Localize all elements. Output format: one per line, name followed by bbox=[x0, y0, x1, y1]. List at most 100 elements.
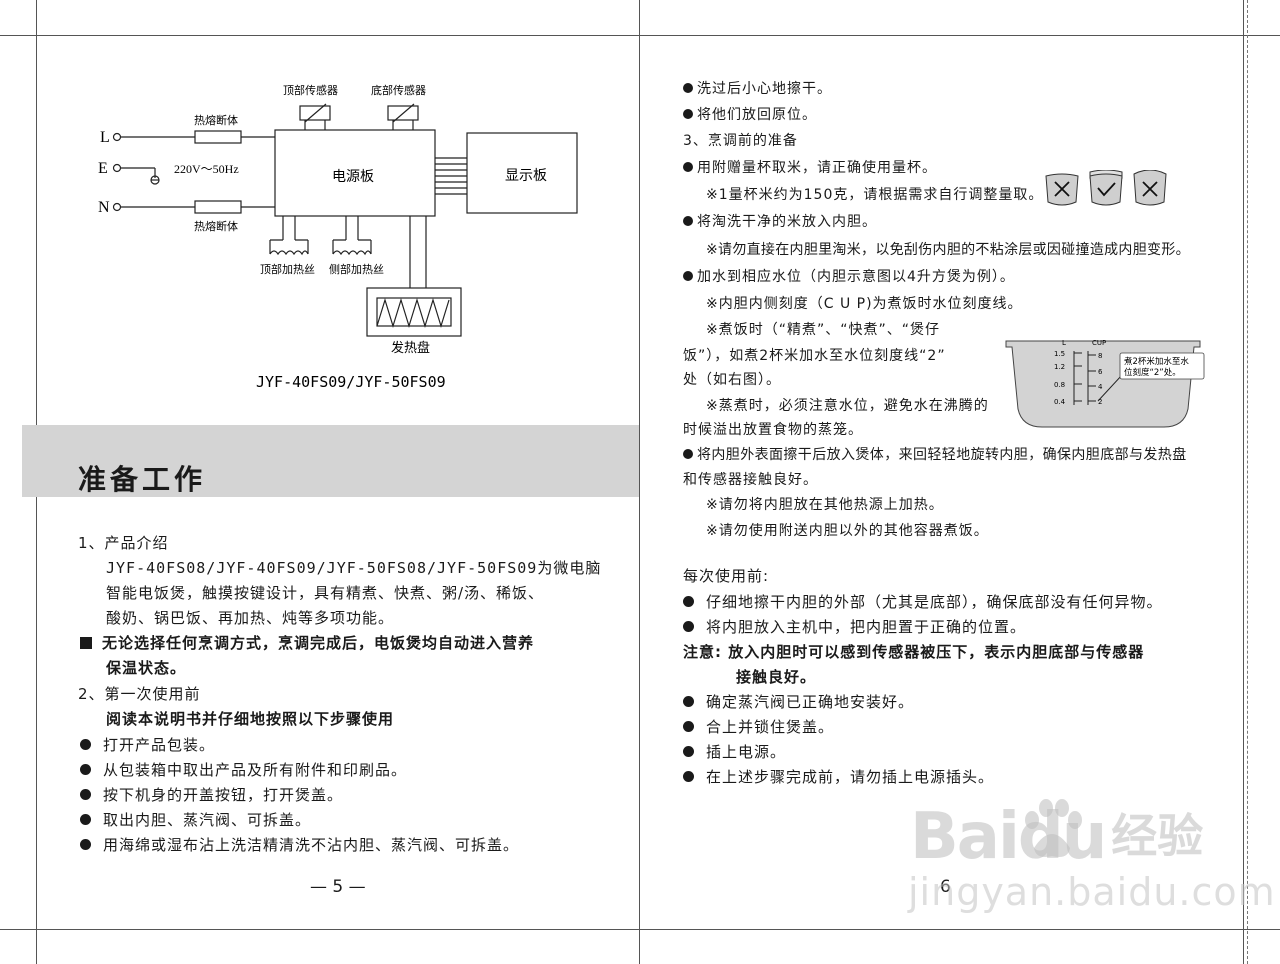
bullet-icon bbox=[80, 839, 91, 850]
pot-col-cup: CUP bbox=[1092, 339, 1106, 347]
side-heater-label: 侧部加热丝 bbox=[329, 262, 384, 276]
pot-cup-mark: 4 bbox=[1098, 383, 1103, 391]
pot-cup-mark: 6 bbox=[1098, 368, 1103, 376]
pot-l-mark: 0.4 bbox=[1054, 398, 1066, 406]
right-line-9: ※内胆内侧刻度（C U P)为煮饭时水位刻度线。 bbox=[706, 296, 1023, 312]
terminal-e: E bbox=[98, 160, 108, 177]
bullet-icon bbox=[683, 696, 694, 707]
crop-line-bottom bbox=[0, 929, 1280, 930]
display-board-box bbox=[466, 132, 578, 214]
measuring-cups bbox=[1045, 170, 1167, 206]
page-number-left: — 5 — bbox=[310, 877, 366, 897]
right-line-13: ※蒸煮时，必须注意水位，避免水在沸腾的 bbox=[706, 398, 989, 414]
right-line-10: ※煮饭时（“精煮”、“快煮”、“煲仔 bbox=[706, 322, 940, 338]
right-line-4: 用附赠量杯取米，请正确使用量杯。 bbox=[683, 158, 937, 178]
display-board-label: 显示板 bbox=[505, 168, 547, 184]
power-board-box bbox=[274, 129, 436, 217]
cup-correct-icon bbox=[1089, 173, 1123, 206]
right-line-6: 将淘洗干净的米放入内胆。 bbox=[683, 212, 877, 232]
list-item: 合上并锁住煲盖。 bbox=[683, 717, 834, 737]
right-line-8: 加水到相应水位（内胆示意图以4升方煲为例）。 bbox=[683, 267, 1015, 287]
bullet-icon bbox=[683, 109, 693, 119]
note-sensor-line1: 注意: 放入内胆时可以感到传感器被压下，表示内胆底部与传感器 bbox=[683, 643, 1145, 661]
list-item: 用海绵或湿布沾上洗洁精清洗不沾内胆、蒸汽阀、可拆盖。 bbox=[80, 835, 519, 855]
product-intro-line1: JYF-40FS08/JYF-40FS09/JYF-50FS08/JYF-50F… bbox=[106, 559, 602, 577]
terminal-l: L bbox=[100, 129, 110, 146]
pot-callout-line2: 位刻度“2”处。 bbox=[1124, 367, 1181, 378]
pot-col-l: L bbox=[1062, 339, 1066, 347]
right-line-16: 和传感器接触良好。 bbox=[683, 472, 818, 488]
product-intro-heading: 1、产品介绍 bbox=[78, 534, 169, 552]
bullet-icon bbox=[80, 764, 91, 775]
bullet-icon bbox=[683, 771, 694, 782]
watermark-brand: Bai bbox=[910, 800, 1020, 874]
right-line-14: 时候溢出放置食物的蒸笼。 bbox=[683, 422, 863, 438]
right-line-15: 将内胆外表面擦干后放入煲体，来回轻轻地旋转内胆，确保内胆底部与发热盘 bbox=[683, 445, 1187, 465]
list-item: 在上述步骤完成前，请勿插上电源插头。 bbox=[683, 767, 994, 787]
circuit-diagram: L E N 220V～50Hz 热熔断体 热熔断体 顶部传感器 底部传感器 电源… bbox=[98, 83, 578, 391]
pot-l-mark: 1.5 bbox=[1054, 350, 1065, 358]
bullet-icon bbox=[683, 449, 693, 459]
heating-plate-label: 发热盘 bbox=[391, 340, 430, 356]
product-intro-line2: 智能电饭煲，触摸按键设计，具有精煮、快煮、粥/汤、稀饭、 bbox=[106, 584, 545, 602]
section-band bbox=[22, 425, 639, 497]
right-line-12: 处（如右图）。 bbox=[683, 372, 781, 388]
section-title: 准备工作 bbox=[78, 463, 207, 496]
model-label: JYF-40FS09/JYF-50FS09 bbox=[256, 373, 446, 391]
bullet-icon bbox=[683, 746, 694, 757]
prep-heading: 3、烹调前的准备 bbox=[683, 133, 798, 149]
bullet-icon bbox=[683, 83, 693, 93]
product-intro-line3: 酸奶、锅巴饭、再加热、炖等多项功能。 bbox=[106, 609, 395, 627]
terminal-n: N bbox=[98, 199, 110, 216]
bullet-icon bbox=[683, 162, 693, 172]
square-bullet-icon bbox=[80, 637, 92, 649]
inner-pot-diagram: L CUP 1.5 1.2 0.8 0.4 8 6 4 2 煮2杯米加水至水 位… bbox=[1005, 339, 1205, 428]
right-line-2: 将他们放回原位。 bbox=[683, 105, 817, 125]
right-line-1: 洗过后小心地擦干。 bbox=[683, 79, 832, 99]
bullet-icon bbox=[683, 271, 693, 281]
list-item: 插上电源。 bbox=[683, 742, 786, 762]
pot-l-mark: 0.8 bbox=[1054, 381, 1065, 389]
each-use-heading: 每次使用前: bbox=[683, 567, 770, 585]
list-item: 仔细地擦干内胆的外部（尤其是底部），确保底部没有任何异物。 bbox=[683, 592, 1163, 612]
crop-line-center bbox=[639, 0, 640, 964]
pot-cup-mark: 8 bbox=[1098, 352, 1102, 360]
right-line-5: ※1量杯米约为150克，请根据需求自行调整量取。 bbox=[706, 187, 1044, 203]
power-board-label: 电源板 bbox=[332, 169, 374, 185]
fuse-label-bottom: 热熔断体 bbox=[194, 219, 238, 233]
page-number-right: 6 bbox=[940, 877, 951, 897]
right-line-18: ※请勿使用附送内胆以外的其他容器煮饭。 bbox=[706, 523, 989, 539]
crop-line-top bbox=[0, 35, 1280, 36]
bullet-icon bbox=[80, 789, 91, 800]
bullet-icon bbox=[683, 216, 693, 226]
top-sensor-label: 顶部传感器 bbox=[283, 83, 338, 97]
note-sensor-line2: 接触良好。 bbox=[736, 668, 817, 686]
pot-l-mark: 1.2 bbox=[1054, 363, 1065, 371]
note-keepwarm: 无论选择任何烹调方式，烹调完成后，电饭煲均自动进入营养 bbox=[80, 633, 534, 653]
list-item: 从包装箱中取出产品及所有附件和印刷品。 bbox=[80, 760, 407, 780]
right-line-17: ※请勿将内胆放在其他热源上加热。 bbox=[706, 497, 944, 513]
first-use-heading: 2、第一次使用前 bbox=[78, 685, 201, 703]
right-line-7: ※请勿直接在内胆里淘米，以免刮伤内胆的不粘涂层或因碰撞造成内胆变形。 bbox=[706, 242, 1190, 258]
list-item: 按下机身的开盖按钮，打开煲盖。 bbox=[80, 785, 343, 805]
pot-cup-mark: 2 bbox=[1098, 398, 1102, 406]
crop-line-right-dashed bbox=[1247, 0, 1249, 964]
bullet-icon bbox=[683, 621, 694, 632]
top-heater-label: 顶部加热丝 bbox=[260, 262, 315, 276]
right-line-11: 饭”），如煮2杯米加水至水位刻度线“2” bbox=[683, 348, 946, 364]
bottom-sensor-label: 底部传感器 bbox=[371, 83, 426, 97]
paw-icon bbox=[1025, 799, 1082, 857]
cup-overfill-icon bbox=[1133, 170, 1167, 206]
first-use-sub: 阅读本说明书并仔细地按照以下步骤使用 bbox=[106, 710, 395, 728]
pot-callout-line1: 煮2杯米加水至水 bbox=[1124, 356, 1189, 367]
fuse-label-top: 热熔断体 bbox=[194, 113, 238, 127]
crop-line-right bbox=[1243, 0, 1244, 964]
list-item: 取出内胆、蒸汽阀、可拆盖。 bbox=[80, 810, 311, 830]
list-item: 确定蒸汽阀已正确地安装好。 bbox=[683, 692, 914, 712]
bullet-icon bbox=[683, 596, 694, 607]
list-item: 打开产品包装。 bbox=[80, 735, 215, 755]
note-keepwarm-line2: 保温状态。 bbox=[106, 659, 187, 677]
voltage-label: 220V～50Hz bbox=[174, 162, 239, 176]
watermark-brand-cn: 经验 bbox=[1111, 809, 1204, 863]
